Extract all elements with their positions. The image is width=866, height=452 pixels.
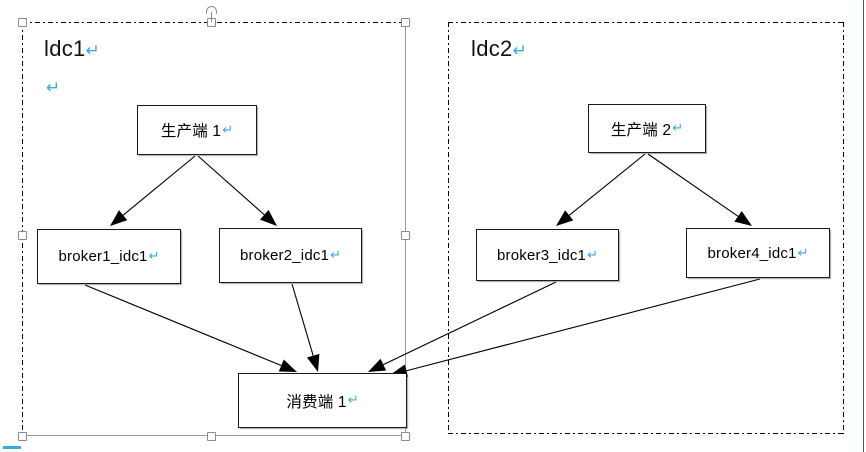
node-broker1-label: broker1_idc1 [58,248,148,265]
panel-title-ldc2: ldc2↵ [471,36,527,62]
edge-producer1-broker2 [197,155,277,226]
return-mark-icon: ↵ [512,41,528,61]
node-broker2-label: broker2_idc1 [239,247,330,264]
return-mark-icon: ↵ [222,122,234,138]
edge-producer2-broker4 [647,153,752,226]
node-producer1[interactable]: 生产端 1↵ [137,105,257,155]
edge-broker4-consumer1 [390,278,761,378]
return-mark-icon: ↵ [587,247,599,263]
edge-broker3-consumer1 [368,281,557,372]
node-broker3[interactable]: broker3_idc1↵ [476,229,619,281]
return-mark-icon: ↵ [672,121,684,136]
arrowhead-icon [368,358,387,372]
arrowhead-icon [259,209,277,226]
arrowhead-icon [734,210,752,226]
node-broker4-label: broker4_idc1 [707,244,797,262]
node-consumer1[interactable]: 消费端 1↵ [238,373,407,428]
node-producer2-label: 生产端 2 [610,121,672,139]
node-producer2[interactable]: 生产端 2↵ [588,104,706,153]
return-mark-icon: ↵ [330,248,342,263]
node-broker2[interactable]: broker2_idc1↵ [219,228,362,283]
resize-handle-bottom-left[interactable] [17,431,27,441]
empty-paragraph-return-icon: ↵ [46,78,61,98]
arrowhead-icon [110,210,128,226]
resize-handle-middle-right[interactable] [400,230,410,240]
resize-handle-bottom-center[interactable] [206,431,216,441]
return-mark-icon: ↵ [347,393,359,408]
edge-producer2-broker3 [556,153,646,226]
return-mark-icon: ↵ [797,245,809,261]
node-broker3-label: broker3_idc1 [496,246,587,264]
edge-broker2-consumer1 [291,283,320,372]
resize-handle-top-right[interactable] [400,17,410,27]
node-broker4[interactable]: broker4_idc1↵ [686,228,830,278]
return-mark-icon: ↵ [85,41,101,61]
arrowhead-icon [556,210,574,226]
panel-title-ldc1: ldc1↵ [44,36,100,62]
rotation-handle-stem [211,12,212,22]
panel-title-ldc1-text: ldc1 [44,36,86,61]
resize-handle-bottom-right[interactable] [400,431,410,441]
arrowhead-icon [306,353,320,372]
edge-broker1-consumer1 [84,284,297,372]
node-broker1[interactable]: broker1_idc1↵ [37,229,181,284]
resize-handle-middle-left[interactable] [17,230,27,240]
node-consumer1-label: 消费端 1 [286,393,347,411]
rotation-handle-icon[interactable] [206,6,217,14]
panel-title-ldc2-text: ldc2 [471,36,513,61]
resize-handle-top-left[interactable] [17,17,27,27]
return-mark-icon: ↵ [148,249,160,264]
text-cursor-mark [3,446,21,449]
arrowhead-icon [278,359,297,372]
page-margin-line [863,0,864,452]
edge-producer1-broker1 [110,155,196,226]
node-producer1-label: 生产端 1 [160,123,222,140]
